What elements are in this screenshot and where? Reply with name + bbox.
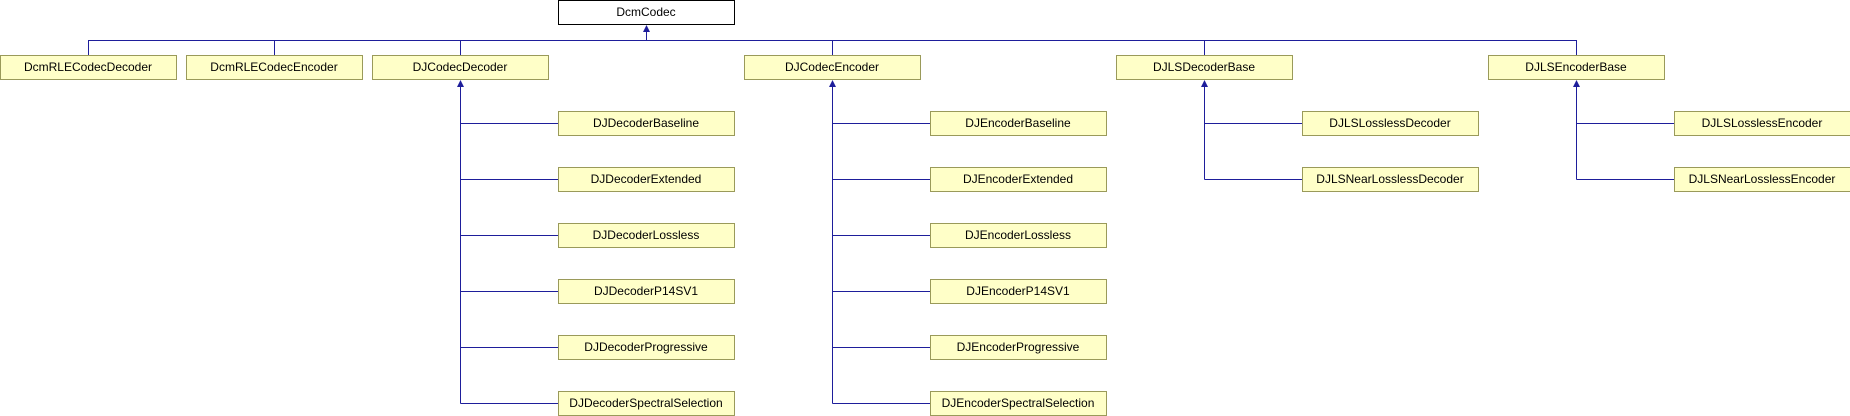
class-node-djencoder-spectral-selection[interactable]: DJEncoderSpectralSelection [930, 391, 1107, 416]
class-node-djencoder-progressive[interactable]: DJEncoderProgressive [930, 335, 1107, 360]
class-box [558, 0, 735, 25]
class-node-djlslossless-encoder[interactable]: DJLSLosslessEncoder [1674, 111, 1850, 136]
class-node-djdecoder-extended[interactable]: DJDecoderExtended [558, 167, 735, 192]
class-box [1488, 55, 1665, 80]
class-box [558, 111, 735, 136]
class-box [930, 223, 1107, 248]
class-box [558, 335, 735, 360]
class-name-label: DJLSLosslessDecoder [1329, 116, 1450, 130]
class-name-label: DJLSNearLosslessEncoder [1689, 172, 1836, 186]
class-node-djlsdecoder-base[interactable]: DJLSDecoderBase [1116, 55, 1293, 80]
class-node-djcodec-encoder[interactable]: DJCodecEncoder [744, 55, 921, 80]
class-name-label: DJDecoderSpectralSelection [569, 396, 722, 410]
class-node-djencoder-lossless[interactable]: DJEncoderLossless [930, 223, 1107, 248]
class-name-label: DcmRLECodecDecoder [24, 60, 152, 74]
class-name-label: DJLSDecoderBase [1153, 60, 1255, 74]
class-name-label: DJLSNearLosslessDecoder [1316, 172, 1463, 186]
inheritance-arrow-icon [643, 25, 650, 32]
class-node-dcm-rlecodec-encoder[interactable]: DcmRLECodecEncoder [186, 55, 363, 80]
class-node-dcm-codec[interactable]: DcmCodec [558, 0, 735, 25]
class-box [1674, 111, 1850, 136]
class-box [186, 55, 363, 80]
class-node-djlsnear-lossless-encoder[interactable]: DJLSNearLosslessEncoder [1674, 167, 1850, 192]
class-name-label: DJEncoderSpectralSelection [942, 396, 1095, 410]
class-name-label: DJCodecEncoder [785, 60, 879, 74]
class-node-djdecoder-spectral-selection[interactable]: DJDecoderSpectralSelection [558, 391, 735, 416]
class-node-djencoder-extended[interactable]: DJEncoderExtended [930, 167, 1107, 192]
class-name-label: DJCodecDecoder [413, 60, 508, 74]
class-node-djlslossless-decoder[interactable]: DJLSLosslessDecoder [1302, 111, 1479, 136]
class-node-djencoder-p14-sv1[interactable]: DJEncoderP14SV1 [930, 279, 1107, 304]
class-box [930, 279, 1107, 304]
class-node-djencoder-baseline[interactable]: DJEncoderBaseline [930, 111, 1107, 136]
class-name-label: DJEncoderProgressive [957, 340, 1080, 354]
class-name-label: DJDecoderP14SV1 [594, 284, 698, 298]
class-name-label: DJLSEncoderBase [1525, 60, 1627, 74]
class-name-label: DJLSLosslessEncoder [1702, 116, 1823, 130]
class-box [1302, 167, 1479, 192]
class-box [930, 111, 1107, 136]
class-name-label: DJEncoderLossless [965, 228, 1071, 242]
class-name-label: DcmCodec [616, 5, 675, 19]
class-name-label: DJEncoderBaseline [965, 116, 1071, 130]
inheritance-arrow-icon [829, 80, 836, 87]
class-name-label: DJEncoderP14SV1 [966, 284, 1070, 298]
class-box [930, 391, 1107, 416]
inheritance-arrow-icon [457, 80, 464, 87]
class-name-label: DJDecoderProgressive [584, 340, 708, 354]
class-box [744, 55, 921, 80]
inheritance-arrow-icon [1201, 80, 1208, 87]
class-box [558, 223, 735, 248]
class-name-label: DJEncoderExtended [963, 172, 1073, 186]
class-node-djcodec-decoder[interactable]: DJCodecDecoder [372, 55, 549, 80]
class-node-djdecoder-baseline[interactable]: DJDecoderBaseline [558, 111, 735, 136]
class-node-djlsencoder-base[interactable]: DJLSEncoderBase [1488, 55, 1665, 80]
class-box [1116, 55, 1293, 80]
class-name-label: DJDecoderLossless [593, 228, 700, 242]
class-box [0, 55, 177, 80]
class-box [1674, 167, 1850, 192]
class-name-label: DJDecoderBaseline [593, 116, 699, 130]
inheritance-edges [88, 25, 1674, 404]
class-box [558, 279, 735, 304]
class-box [930, 167, 1107, 192]
class-node-djdecoder-progressive[interactable]: DJDecoderProgressive [558, 335, 735, 360]
class-node-djlsnear-lossless-decoder[interactable]: DJLSNearLosslessDecoder [1302, 167, 1479, 192]
class-box [558, 167, 735, 192]
class-box [930, 335, 1107, 360]
class-name-label: DcmRLECodecEncoder [210, 60, 337, 74]
class-box [1302, 111, 1479, 136]
class-box [372, 55, 549, 80]
inheritance-arrow-icon [1573, 80, 1580, 87]
class-node-djdecoder-p14-sv1[interactable]: DJDecoderP14SV1 [558, 279, 735, 304]
class-node-djdecoder-lossless[interactable]: DJDecoderLossless [558, 223, 735, 248]
class-node-dcm-rlecodec-decoder[interactable]: DcmRLECodecDecoder [0, 55, 177, 80]
class-name-label: DJDecoderExtended [591, 172, 702, 186]
